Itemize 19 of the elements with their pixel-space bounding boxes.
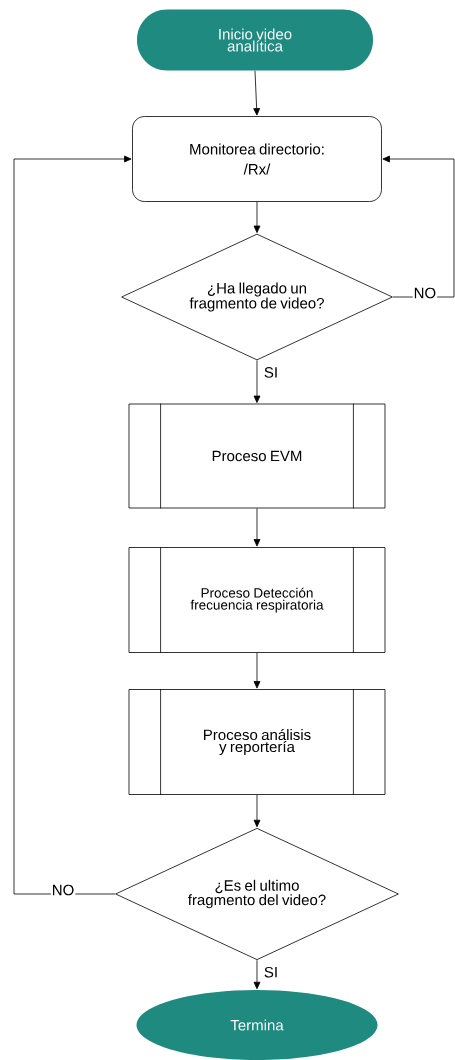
subprocess-box: Proceso EVM — [128, 403, 386, 509]
arrow — [253, 70, 261, 116]
end-terminal: Termina — [136, 990, 378, 1060]
edge-label: NO — [50, 883, 76, 897]
subprocess-box: Proceso Detección frecuencia respiratoria — [128, 546, 386, 654]
arrow — [382, 155, 455, 298]
arrow — [253, 794, 261, 828]
arrow — [253, 508, 261, 547]
arrow — [253, 201, 261, 233]
edge-label: SI — [262, 965, 280, 979]
subprocess-box: Proceso análisis y reportería — [128, 688, 386, 796]
arrow — [253, 959, 261, 990]
edge-label: NO — [412, 286, 438, 300]
arrow — [13, 155, 132, 895]
edge-label: SI — [262, 366, 280, 379]
arrow — [253, 360, 261, 403]
process-box: Monitorea directorio: /Rx/ — [132, 116, 382, 202]
arrow — [253, 652, 261, 689]
start-terminal: Inicio video analítica — [137, 9, 373, 71]
